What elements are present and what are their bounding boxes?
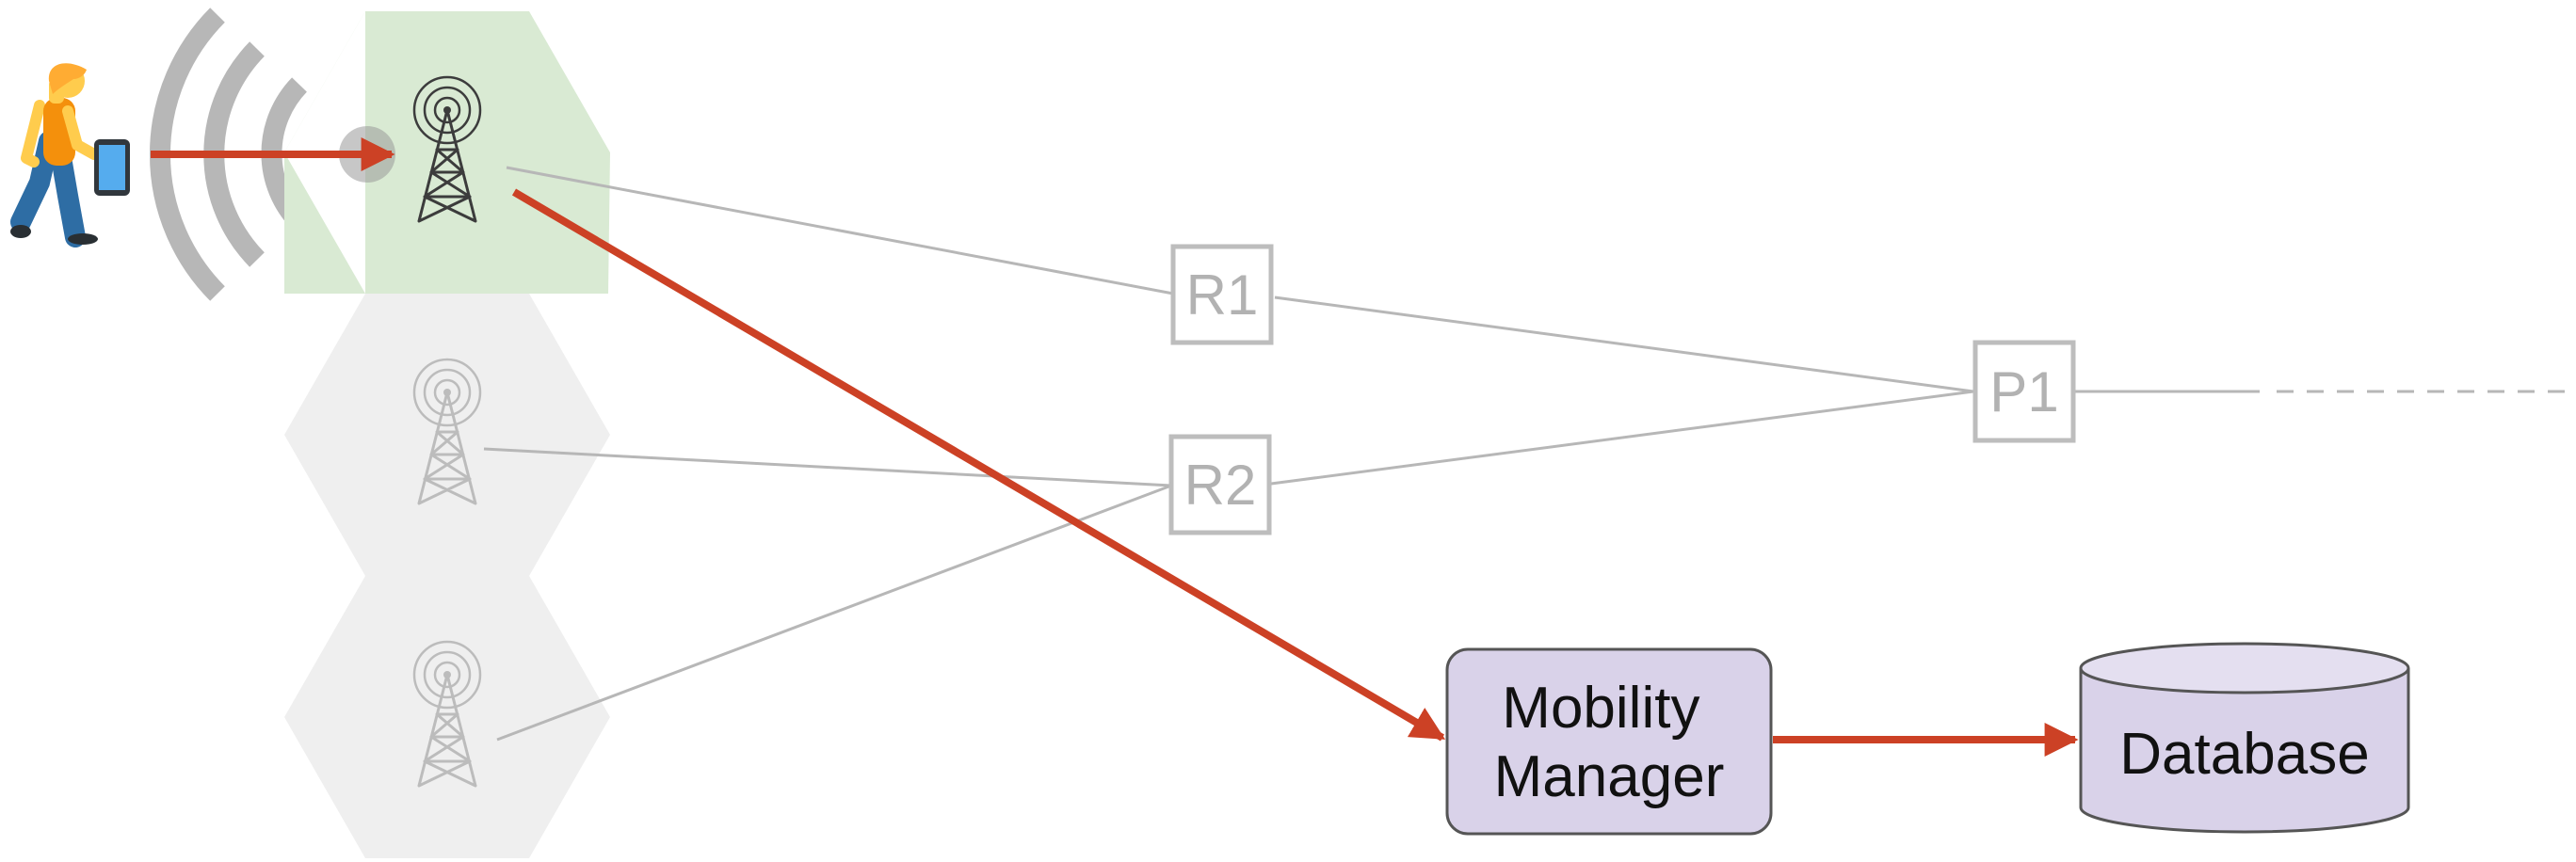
- arrow-tower-to-mobility-manager: [511, 188, 1446, 742]
- link-tower2-r2: [483, 447, 1172, 487]
- router-r2: R2: [1168, 434, 1272, 535]
- phone-icon: [94, 139, 130, 196]
- mobility-manager-node: Mobility Manager: [1445, 647, 1773, 836]
- link-tower1-r1: [506, 166, 1174, 295]
- router-r1-label: R1: [1186, 263, 1259, 327]
- router-r1: R1: [1170, 244, 1274, 345]
- hex-cell-active: [284, 11, 610, 294]
- router-p1: P1: [1972, 340, 2076, 443]
- database-label: Database: [2119, 722, 2369, 787]
- person-walking-icon: [10, 63, 100, 247]
- mobility-manager-label-line2: Manager: [1494, 744, 1725, 809]
- svg-text:Mobility Manager: Mobility Manager: [1494, 676, 1725, 809]
- flow-arrows: [151, 126, 2079, 757]
- hex-cell-inactive: [284, 576, 610, 858]
- link-r1-p1: [1274, 295, 1974, 393]
- router-r2-label: R2: [1184, 454, 1257, 517]
- link-r2-p1: [1270, 390, 1974, 486]
- database-node: Database: [2079, 642, 2410, 834]
- network-links: [483, 166, 2576, 742]
- hex-cell-inactive: [284, 294, 610, 576]
- router-p1-label: P1: [1989, 360, 2058, 423]
- link-tower3-r2: [496, 484, 1172, 742]
- mobility-manager-label-line1: Mobility: [1502, 676, 1699, 741]
